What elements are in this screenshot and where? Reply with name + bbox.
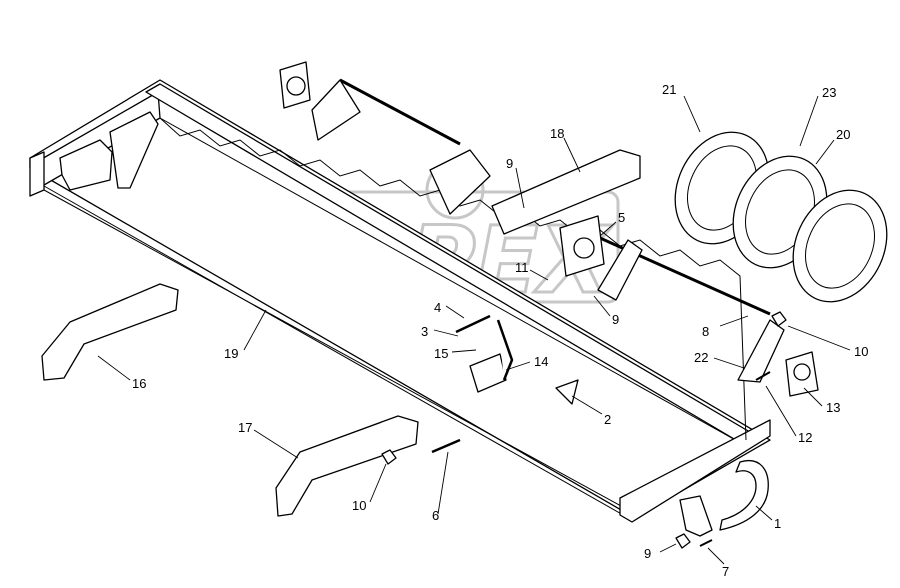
callout-9-middle: 9 <box>612 312 619 327</box>
callout-13: 13 <box>826 400 840 415</box>
callout-18: 18 <box>550 126 564 141</box>
callout-6: 6 <box>432 508 439 523</box>
main-frame <box>29 79 771 537</box>
wedge-2 <box>555 379 579 405</box>
callout-10-left: 10 <box>352 498 366 513</box>
callout-8: 8 <box>702 324 709 339</box>
callout-4: 4 <box>434 300 441 315</box>
callout-9-upper: 9 <box>506 156 513 171</box>
arm-18 <box>491 149 641 235</box>
bolt-3 <box>455 314 491 334</box>
callout-19: 19 <box>224 346 238 361</box>
leader-lines <box>97 95 851 565</box>
nut-10-left <box>381 449 397 465</box>
callout-23: 23 <box>822 85 836 100</box>
callout-20: 20 <box>836 127 850 142</box>
callout-11: 11 <box>515 260 529 275</box>
bracket-center-right <box>597 239 643 301</box>
callout-1: 1 <box>774 516 781 531</box>
callout-7: 7 <box>722 564 729 579</box>
bearing-arm-rear <box>311 79 361 141</box>
callout-12: 12 <box>798 430 812 445</box>
bolt-6 <box>431 438 461 454</box>
callout-labels: 21 23 20 18 9 5 11 9 4 3 15 14 2 19 16 8… <box>132 82 868 579</box>
tine-14 <box>469 319 514 393</box>
nut-10-right <box>771 311 787 327</box>
bearing-flange-rear <box>279 61 311 109</box>
bearing-center-5 <box>559 215 605 277</box>
callout-22: 22 <box>694 350 708 365</box>
callout-9-bottom: 9 <box>644 546 651 561</box>
bearing-flange-13 <box>785 351 819 397</box>
callout-15: 15 <box>434 346 448 361</box>
callout-21: 21 <box>662 82 676 97</box>
packer-ring-20 <box>792 189 888 303</box>
callout-2: 2 <box>604 412 611 427</box>
bearing-arm-front-22 <box>737 319 785 383</box>
callout-5: 5 <box>618 210 625 225</box>
callout-16: 16 <box>132 376 146 391</box>
callout-14: 14 <box>534 354 548 369</box>
callout-17: 17 <box>238 420 252 435</box>
bracket-17 <box>275 415 419 517</box>
callout-10-right: 10 <box>854 344 868 359</box>
pin-12 <box>755 371 771 381</box>
bracket-16 <box>41 283 179 381</box>
nut-9-bottom <box>675 533 691 549</box>
callout-3: 3 <box>421 324 428 339</box>
bolt-7 <box>699 539 713 547</box>
bracket-center-left <box>429 149 491 215</box>
